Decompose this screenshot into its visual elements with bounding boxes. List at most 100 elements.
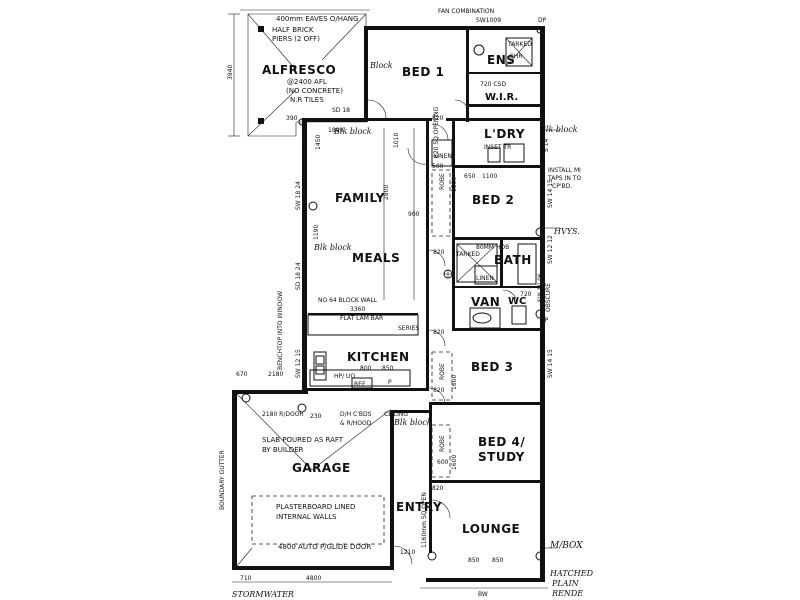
dim-600: 600	[437, 459, 449, 466]
note-rhood: & R/HOOD	[340, 420, 372, 427]
note-tarked: TARKED	[507, 41, 532, 48]
note-no-concrete: (NO CONCRETE)	[286, 87, 343, 95]
note-opening-820: 820 SQ OPENING	[433, 106, 440, 158]
note-install: INSTALL MI	[548, 167, 581, 174]
room-bed3: BED 3	[471, 360, 513, 374]
note-robe-3: ROBE	[439, 435, 446, 452]
note-dh-cbds: D/H C'BDS	[340, 411, 372, 418]
note-auto-door: 4800 AUTO P/GLIDE DOOR	[278, 543, 371, 551]
hand-block-b: Blk block	[333, 127, 372, 136]
note-bath-tarked: TARKED	[455, 251, 480, 258]
note-render: RENDE	[551, 589, 583, 598]
note-nr-tiles: N.R TILES	[290, 96, 324, 104]
note-dp-1: DP	[538, 17, 547, 24]
dim-850b: 850	[468, 557, 480, 564]
dim-850c: 850	[492, 557, 504, 564]
win-sw1215: SW 12 15	[295, 349, 302, 378]
win-sw1824: SW 18 24	[295, 181, 302, 210]
dim-1210: 1210	[400, 549, 415, 556]
room-bed4-line2: STUDY	[478, 450, 525, 464]
room-wir: W.I.R.	[485, 92, 518, 103]
hand-block-c: Blk block	[539, 125, 578, 134]
note-install-2: TAPS IN TO	[547, 175, 581, 182]
plan-notes: 400mm EAVES O/HANG HALF BRICK PIERS (2 O…	[219, 8, 594, 599]
note-eaves: 400mm EAVES O/HANG	[276, 15, 358, 23]
win-s14: S 14	[543, 138, 550, 152]
note-mbox: M/BOX	[549, 541, 583, 551]
dim-820d: 820	[433, 387, 445, 394]
hand-block-d: Blk block	[313, 243, 352, 252]
note-series: SERIES	[398, 325, 419, 332]
note-ceiling: CEILING	[384, 411, 408, 418]
note-hatched: HATCHED	[549, 569, 594, 578]
room-bath: BATH	[494, 253, 532, 267]
dim-1010: 1010	[393, 133, 400, 148]
dim-1500: 1500	[451, 177, 458, 192]
dim-500: 500	[432, 163, 444, 170]
dim-230: 230	[310, 413, 322, 420]
dim-390: 390	[286, 115, 298, 122]
note-install-3: CP'BD.	[552, 183, 572, 190]
note-half-brick: HALF BRICK	[272, 26, 314, 34]
note-ref: REF	[354, 381, 366, 388]
note-no64-wall: NO 64 BLOCK WALL	[318, 297, 378, 304]
note-plain: PLAIN	[551, 579, 580, 588]
note-meals-3360: 3360	[350, 306, 365, 313]
win-sw1415: SW 14 15	[547, 179, 554, 208]
room-family: FAMILY	[335, 191, 385, 205]
dim-1890: 1890	[328, 127, 343, 134]
dim-1190: 1190	[313, 225, 320, 240]
note-linen-2: LINEN	[476, 275, 494, 282]
dim-1450: 1450	[315, 135, 322, 150]
note-internal-walls: INTERNAL WALLS	[276, 513, 337, 521]
note-opening-1160: 1160mm SQ OPEN	[421, 492, 428, 548]
alfresco-roof-outline	[240, 9, 370, 137]
note-r-door: 2180 R/DOOR	[262, 411, 304, 418]
note-hvys: HVYS.	[553, 227, 580, 236]
window-codes: SW 18 24 SD 18 24 SW 12 15 SW 14 15 SW 1…	[295, 107, 554, 378]
win-sw1006: SW 10 06	[537, 273, 544, 302]
room-van: VAN	[471, 295, 500, 309]
note-flat-lam-bar: FLAT LAM BAR	[340, 315, 383, 322]
room-labels: ALFRESCO BED 1 ENS W.I.R. L'DRY FAMILY B…	[262, 53, 532, 536]
note-obscure: OBSCURE	[545, 283, 552, 312]
hand-block-e: Blk block	[393, 418, 432, 427]
room-ldry: L'DRY	[484, 127, 525, 141]
note-by-builder: BY BUILDER	[262, 446, 304, 454]
dim-4800: 4800	[306, 575, 321, 582]
win-sd1824: SD 18 24	[295, 262, 302, 290]
win-sd18: SD 18	[332, 107, 350, 114]
note-stormwater: STORMWATER	[232, 590, 294, 599]
note-fan: FAN COMBINATION	[438, 8, 494, 15]
room-alfresco: ALFRESCO	[262, 63, 336, 77]
note-benchtop: BENCHTOP INTO WINDOW	[277, 291, 284, 370]
dim-650: 650	[464, 173, 476, 180]
note-hob: 80MM HOB	[476, 244, 509, 251]
room-entry: ENTRY	[396, 500, 442, 514]
dimension-labels: 3940 390 1890 2800 1190 820 820 820 820 …	[227, 65, 532, 582]
note-robe-1: ROBE	[439, 173, 446, 190]
note-plasterboard: PLASTERBOARD LINED	[276, 503, 355, 511]
dim-820e: 820	[432, 485, 444, 492]
dim-820b: 820	[433, 249, 445, 256]
win-sw1212: SW 12 12	[547, 235, 554, 264]
dim-720: 720	[520, 291, 532, 298]
note-p: P	[388, 379, 392, 386]
handwritten-notes: Block Blk block Blk block Blk block Blk …	[313, 61, 578, 427]
note-robe-2: ROBE	[439, 363, 446, 380]
dim-850: 850	[382, 365, 394, 372]
dim-820a: 820	[432, 115, 444, 122]
room-meals: MEALS	[352, 251, 400, 265]
dim-710: 710	[240, 575, 252, 582]
dim-1100: 1100	[482, 173, 497, 180]
note-slab: SLAB POURED AS RAFT	[262, 436, 344, 444]
room-lounge: LOUNGE	[462, 522, 520, 536]
note-piers: PIERS (2 OFF)	[272, 35, 320, 43]
dim-900: 900	[408, 211, 420, 218]
note-afl: @2400 AFL	[287, 78, 327, 86]
detail-lines	[228, 13, 560, 589]
note-insert-tr: INSET TR	[484, 144, 511, 151]
dim-3940: 3940	[227, 65, 234, 80]
note-hp-uo: HP/ UO	[334, 373, 355, 380]
